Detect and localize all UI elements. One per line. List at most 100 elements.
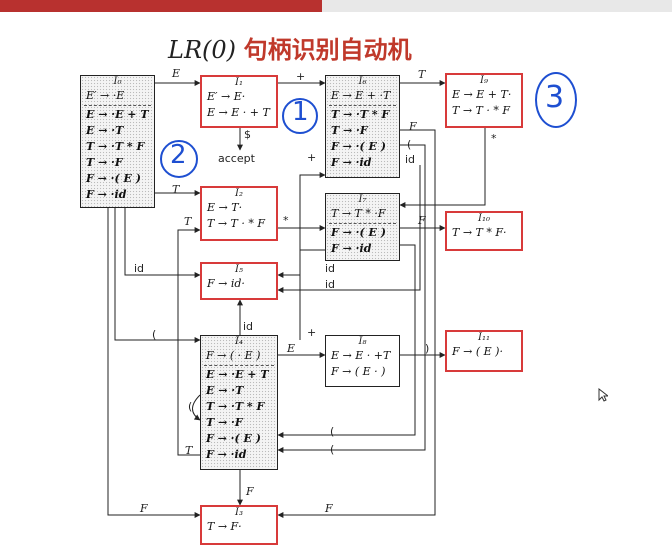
state-I4-closure-3: T → ·F — [206, 416, 243, 429]
state-I3: I₃ T → F· — [200, 505, 278, 545]
state-I8-kernel-1: F → ( E · ) — [331, 365, 386, 378]
state-I4-closure-1: E → ·T — [206, 384, 244, 397]
slide-top-accent — [0, 0, 322, 12]
state-I2-label: I₂ — [235, 188, 243, 199]
slide-top-bar — [0, 0, 672, 12]
state-I4-separator — [204, 365, 274, 366]
edge-label-I4-F: F — [246, 485, 254, 498]
edge-label-I0-T: T — [172, 183, 180, 196]
title-lr0: LR(0) — [168, 36, 237, 64]
state-I0-closure-1: E → ·T — [86, 124, 124, 137]
state-I8-kernel-0: E → E · +T — [331, 349, 391, 362]
state-I2-kernel-1: T → T · * F — [207, 217, 266, 230]
state-I0-closure-2: T → ·T * F — [86, 140, 145, 153]
edge-label-I6-id: id — [405, 153, 416, 166]
edge-label-I4-loop: ( — [188, 400, 193, 413]
state-I1-kernel-0: E′ → E· — [207, 90, 246, 103]
annotation-1-text: 1 — [292, 97, 309, 127]
edge-label-I8-plus-upper: + — [307, 151, 317, 164]
edge-I8-I6 — [299, 172, 326, 340]
edge-I7-I5 — [277, 249, 325, 278]
state-I1: I₁ E′ → E· E → E · + T — [200, 75, 278, 128]
edge-label-I6-T: T — [418, 68, 426, 81]
state-I5-kernel-0: F → id· — [207, 277, 245, 290]
state-I8-label: I₈ — [358, 336, 367, 347]
state-I6-closure-0: T → ·T * F — [331, 108, 390, 121]
state-I7-kernel-0: T → T * ·F — [331, 207, 386, 220]
state-I7-label: I₇ — [358, 194, 367, 205]
state-I0-closure-0: E → ·E + T — [86, 108, 149, 121]
state-I5-label: I₅ — [235, 264, 243, 275]
state-I10: I₁₀ T → T * F· — [445, 211, 523, 251]
state-I6: I₆ E → E + ·T T → ·T * F T → ·F F → ·( E… — [325, 75, 400, 178]
state-I1-label: I₁ — [235, 77, 243, 88]
state-I4-kernel-0: F → ( · E ) — [206, 349, 261, 362]
edge-label-I9-star: * — [491, 132, 497, 145]
state-I6-separator — [329, 105, 396, 106]
edge-label-I4-T: T — [185, 444, 193, 457]
state-I4-closure-5: F → ·id — [206, 448, 247, 461]
annotation-1: 1 — [282, 97, 318, 134]
state-I4: I₄ F → ( · E ) E → ·E + T E → ·T T → ·T … — [200, 335, 278, 470]
edge-label-I7-id2: id — [325, 278, 336, 291]
edge-label-I0-E: E — [172, 67, 181, 80]
state-I9-kernel-1: T → T · * F — [452, 104, 511, 117]
state-I4-closure-2: T → ·T * F — [206, 400, 265, 413]
edge-I6-I3 — [277, 129, 436, 518]
edge-label-I6-F2: F — [325, 502, 333, 515]
edge-label-I1-plus: + — [296, 70, 306, 83]
state-I5: I₅ F → id· — [200, 262, 278, 300]
edge-label-I4-id: id — [243, 320, 254, 333]
edge-label-I6-F: F — [409, 120, 417, 133]
state-I0-closure-3: T → ·F — [86, 156, 123, 169]
edge-label-I8-plus: + — [307, 326, 317, 339]
edge-I6-I4 — [277, 144, 426, 453]
edge-label-I0-F: F — [140, 502, 148, 515]
state-I6-kernel-0: E → E + ·T — [331, 89, 391, 102]
state-I6-closure-1: T → ·F — [331, 124, 368, 137]
state-I1-kernel-1: E → E · + T — [207, 106, 270, 119]
edge-label-I4-T-I2: T — [184, 215, 192, 228]
state-I2: I₂ E → T· T → T · * F — [200, 186, 278, 241]
edge-I0-I3 — [107, 208, 201, 518]
state-I4-closure-0: E → ·E + T — [206, 368, 269, 381]
state-I0-separator — [84, 105, 151, 106]
annotation-2-text: 2 — [170, 140, 187, 170]
state-I0: I₀ E′ → ·E E → ·E + T E → ·T T → ·T * F … — [80, 75, 155, 208]
state-I10-kernel-0: T → T * F· — [452, 226, 507, 239]
state-I8: I₈ E → E · +T F → ( E · ) — [325, 335, 400, 387]
state-I6-closure-3: F → ·id — [331, 156, 372, 169]
state-I0-closure-5: F → ·id — [86, 188, 127, 201]
edge-I0-I5 — [124, 208, 201, 278]
state-I4-label: I₄ — [235, 336, 243, 347]
edge-I4-loop — [192, 394, 201, 421]
title-chinese: 句柄识别自动机 — [243, 36, 412, 64]
edge-label-dollar: $ — [244, 128, 251, 141]
edge-I6-I5 — [277, 165, 421, 293]
state-I3-label: I₃ — [235, 507, 243, 518]
edge-label-I7-paren: ( — [330, 425, 335, 438]
edge-label-I4-E: E — [287, 342, 296, 355]
state-I9: I₉ E → E + T· T → T · * F — [445, 73, 523, 128]
state-I7-separator — [329, 223, 396, 224]
state-I9-kernel-0: E → E + T· — [452, 88, 512, 101]
edge-label-I0-id: id — [134, 262, 145, 275]
state-I6-label: I₆ — [358, 76, 367, 87]
edge-label-I2-star: * — [283, 214, 289, 227]
state-I7-closure-0: F → ·( E ) — [331, 226, 386, 239]
edge-label-I6-paren2: ( — [330, 443, 335, 456]
edge-label-I0-paren: ( — [152, 328, 157, 341]
slide-title: LR(0) 句柄识别自动机 — [168, 30, 412, 65]
state-I0-label: I₀ — [113, 76, 122, 87]
edge-I4-I2 — [177, 227, 201, 456]
state-I0-kernel-0: E′ → ·E — [86, 89, 125, 102]
state-I2-kernel-0: E → T· — [207, 201, 243, 214]
edge-label-I6-paren: ( — [407, 138, 412, 151]
annotation-3-text: 3 — [545, 80, 565, 115]
annotation-2: 2 — [160, 140, 198, 178]
edge-label-I7-id: id — [325, 262, 336, 275]
edge-I0-I4 — [114, 208, 201, 343]
edge-label-I8-close: ) — [425, 342, 430, 355]
edge-I9-I7 — [399, 128, 486, 208]
